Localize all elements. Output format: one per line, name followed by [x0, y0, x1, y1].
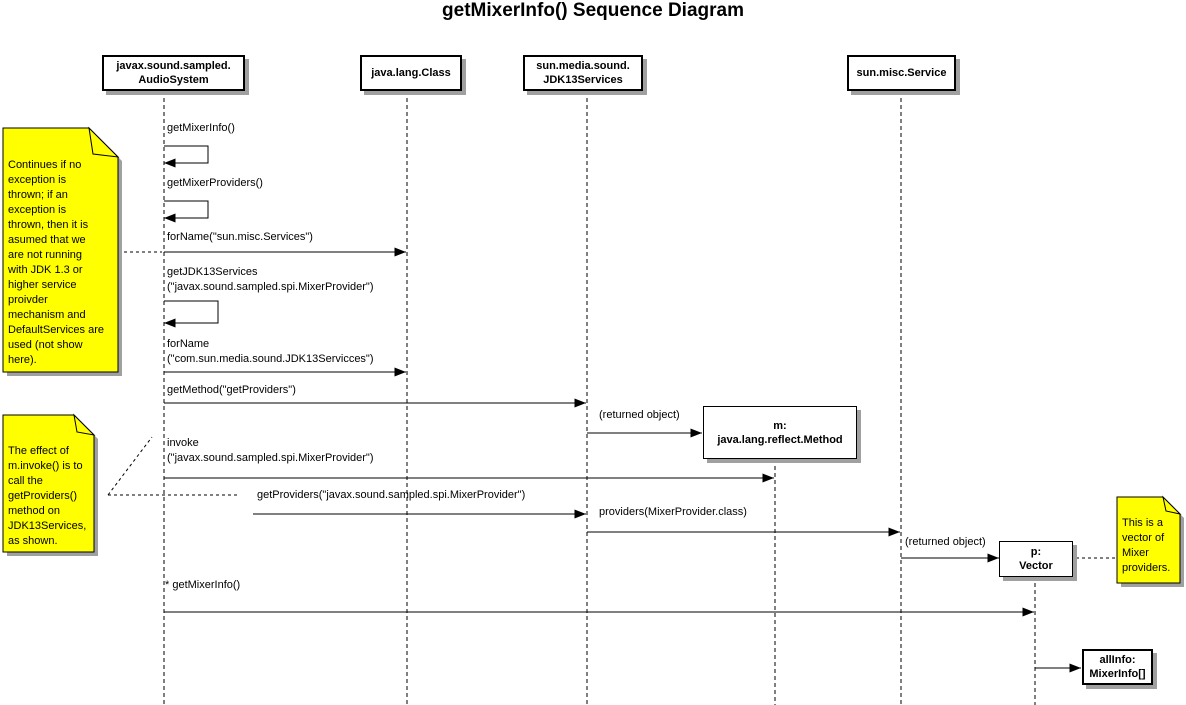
message-label-getmixerinfo: getMixerInfo() [167, 122, 235, 134]
note-body-jdk-fallback [2, 127, 119, 373]
diagram-title: getMixerInfo() Sequence Diagram [442, 0, 744, 21]
note-fold-vector-providers [1162, 495, 1182, 515]
message-label-forname-services: forName("sun.misc.Services") [167, 231, 313, 243]
note-text-vector-providers: This is a vector of Mixer providers. [1122, 517, 1171, 574]
lifeline-head-service: sun.misc.Service [847, 55, 956, 91]
note-body-invoke-effect [2, 414, 95, 553]
message-label-returned-object-vector: (returned object) [905, 536, 986, 548]
self-call-getmixerinfo [164, 145, 209, 168]
self-call-getmixerproviders [164, 200, 209, 223]
note-text-jdk-fallback: Continues if no exception is thrown; if … [8, 159, 104, 366]
lifeline-head-jdk13services: sun.media.sound. JDK13Services [523, 55, 643, 91]
message-label-getproviders: getProviders("javax.sound.sampled.spi.Mi… [257, 489, 526, 501]
self-call-getjdk13services [164, 300, 219, 328]
note-text-invoke-effect: The effect of m.invoke() is to call the … [8, 445, 87, 547]
message-label-getmethod: getMethod("getProviders") [167, 384, 296, 396]
note-body-vector-providers [1116, 496, 1181, 584]
note-fold-invoke-effect [73, 413, 96, 436]
message-label-getmixerproviders: getMixerProviders() [167, 177, 263, 189]
message-label-returned-object-method: (returned object) [599, 409, 680, 421]
note-fold-jdk-fallback [88, 126, 120, 158]
message-label-invoke: invoke ("javax.sound.sampled.spi.MixerPr… [167, 437, 374, 464]
message-label-forname-jdk13servicces: forName ("com.sun.media.sound.JDK13Servi… [167, 338, 374, 365]
message-label-star-getmixerinfo: * getMixerInfo() [165, 579, 241, 591]
message-label-providers: providers(MixerProvider.class) [599, 506, 747, 518]
note-connector-invoke-effect-diagonal [107, 436, 153, 496]
object-box-vector: p: Vector [999, 541, 1073, 577]
object-box-allinfo: allInfo: MixerInfo[] [1082, 649, 1153, 685]
lifeline-head-audiosystem: javax.sound.sampled. AudioSystem [102, 55, 245, 91]
object-box-method: m: java.lang.reflect.Method [703, 406, 857, 459]
lifeline-head-class: java.lang.Class [360, 55, 462, 91]
message-label-getjdk13services: getJDK13Services ("javax.sound.sampled.s… [167, 266, 374, 293]
